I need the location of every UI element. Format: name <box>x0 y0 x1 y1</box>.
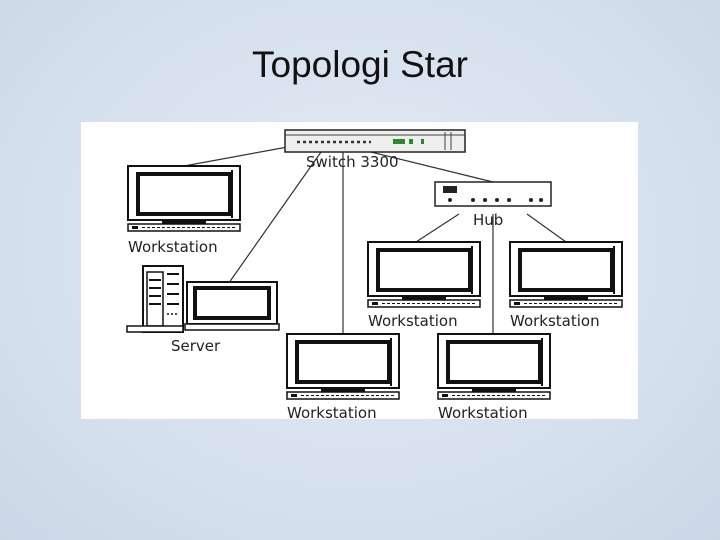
workstation-3-monitor-icon <box>285 332 401 401</box>
workstation-6-monitor-icon <box>436 332 552 401</box>
workstation-4-label: Workstation <box>368 312 458 330</box>
hub-label: Hub <box>473 211 503 229</box>
link-switch-workstation-1 <box>183 145 294 167</box>
workstation-1-monitor-icon <box>126 164 242 233</box>
link-switch-server <box>225 151 322 288</box>
server-label: Server <box>171 337 221 355</box>
star-topology-diagram: Switch 3300 Hub Workstation Server <box>81 122 638 419</box>
server-tower-icon <box>126 265 184 333</box>
link-hub-workstation-5 <box>526 213 567 243</box>
workstation-3-label: Workstation <box>287 404 377 419</box>
workstation-5-label: Workstation <box>510 312 600 330</box>
workstation-6-label: Workstation <box>438 404 528 419</box>
workstation-5-monitor-icon <box>508 240 624 309</box>
link-hub-workstation-4 <box>415 213 460 243</box>
switch-device <box>284 129 466 153</box>
switch-label: Switch 3300 <box>306 153 399 171</box>
link-switch-hub <box>370 151 494 183</box>
slide-title: Topologi Star <box>252 44 468 85</box>
connection-lines <box>183 145 567 334</box>
workstation-1-label: Workstation <box>128 238 218 256</box>
workstation-4-monitor-icon <box>366 240 482 309</box>
hub-device <box>434 181 552 207</box>
server-monitor-icon <box>184 281 280 331</box>
